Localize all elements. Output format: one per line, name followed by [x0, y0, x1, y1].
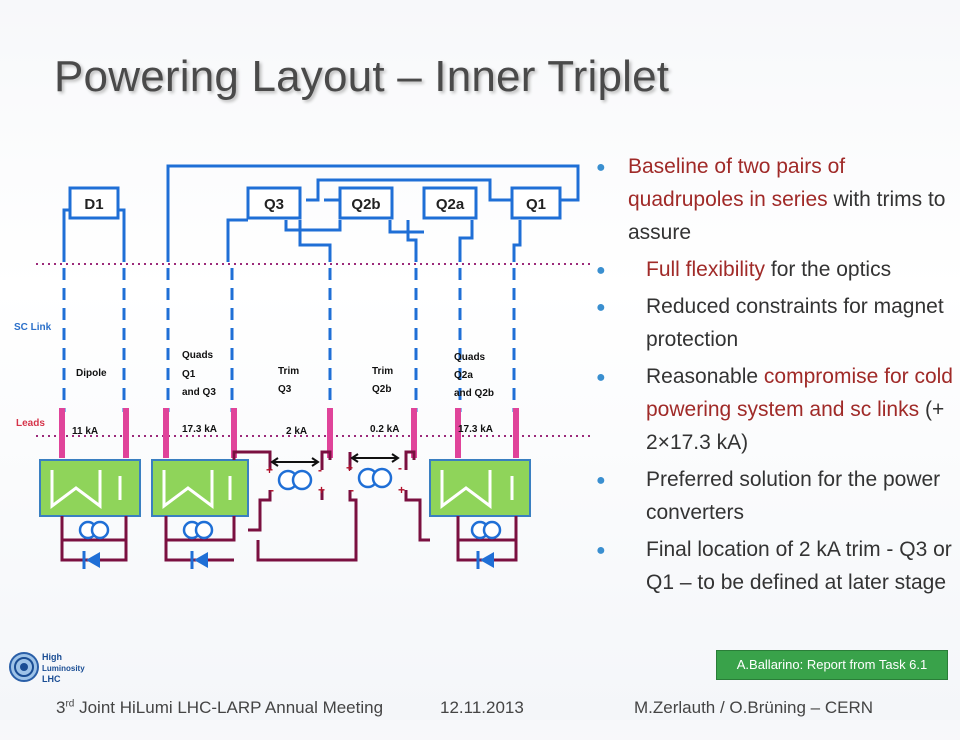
circuit-label-quads-q1q3-2: Q1 — [182, 369, 196, 380]
bullet-item: ●Final location of 2 kA trim - Q3 or Q1 … — [596, 533, 956, 599]
trim-q3-minus-bottom: - — [270, 483, 274, 497]
circuit-label-quads-q1q3-3: and Q3 — [182, 387, 216, 398]
trim-q3-plus-top: + — [266, 463, 273, 477]
leads-label: Leads — [16, 418, 45, 429]
circuit-label-trim-q2b-2: Q2b — [372, 384, 391, 395]
power-converter-quads-q2 — [429, 459, 531, 517]
bullet-dot-icon: ● — [596, 299, 606, 316]
diode-2 — [190, 551, 208, 569]
bullet-item: ●Reasonable compromise for cold powering… — [596, 360, 956, 459]
sc-link-label: SC Link — [14, 322, 52, 333]
svg-text:Q2b: Q2b — [351, 196, 380, 213]
svg-text:Q1: Q1 — [526, 196, 546, 213]
power-converter-dipole — [39, 459, 141, 517]
trim-q2b-minus-top: - — [398, 461, 402, 475]
bullet-dot-icon: ● — [596, 369, 606, 386]
trim-converter-q3 — [270, 457, 320, 491]
trim-q3-minus-top: - — [318, 463, 322, 477]
current-dipole: 11 kA — [72, 426, 98, 437]
bullet-item: ●Full flexibility for the optics — [596, 253, 956, 286]
page-title: Powering Layout – Inner Triplet — [54, 52, 670, 101]
trim-q2b-plus-top: + — [346, 461, 353, 475]
circuit-label-dipole: Dipole — [76, 368, 107, 379]
trim-q2b-plus-bottom: + — [398, 483, 405, 497]
circuit-label-quads-q1q3-1: Quads — [182, 350, 214, 361]
footer-meeting: 3rd Joint HiLumi LHC-LARP Annual Meeting — [56, 698, 384, 717]
circuit-label-quads-q2-1: Quads — [454, 352, 486, 363]
footer: 3rd Joint HiLumi LHC-LARP Annual Meeting… — [0, 696, 960, 720]
circuit-label-quads-q2-3: and Q2b — [454, 388, 494, 399]
bullet-dot-icon: ● — [596, 472, 606, 489]
bullet-item: ●Preferred solution for the power conver… — [596, 463, 956, 529]
bullet-dot-icon: ● — [596, 159, 606, 176]
circuit-label-quads-q2-2: Q2a — [454, 370, 473, 381]
power-converter-quads-q1q3 — [151, 459, 249, 517]
svg-text:Q2a: Q2a — [436, 196, 465, 213]
circuit-label-trim-q3-1: Trim — [278, 366, 299, 377]
magnet-q2b: Q2b — [338, 186, 394, 220]
svg-text:Luminosity: Luminosity — [42, 664, 85, 673]
transformer-1 — [78, 520, 110, 540]
magnet-d1: D1 — [68, 186, 120, 220]
current-trim-q2b: 0.2 kA — [370, 424, 399, 435]
circuit-label-trim-q2b-1: Trim — [372, 366, 393, 377]
diode-1 — [82, 551, 100, 569]
svg-text:LHC: LHC — [42, 674, 61, 684]
trim-q2b-minus-bottom: - — [350, 483, 354, 497]
current-trim-q3: 2 kA — [286, 426, 307, 437]
footer-authors: M.Zerlauth / O.Brüning – CERN — [634, 698, 874, 717]
bullet-item: ●Reduced constraints for magnet protecti… — [596, 290, 956, 356]
magnet-q1: Q1 — [510, 186, 562, 220]
bullet-item: ●Baseline of two pairs of quadrupoles in… — [596, 150, 956, 249]
bullet-dot-icon: ● — [596, 262, 606, 279]
current-quads-q2: 17.3 kA — [458, 424, 493, 435]
powering-diagram: D1 Q3 Q2b Q2a Q1 SC Link Leads Dipole Qu… — [14, 164, 592, 569]
magnet-q3: Q3 — [246, 186, 302, 220]
reference-badge: A.Ballarino: Report from Task 6.1 — [716, 650, 948, 680]
transformer-3 — [470, 520, 502, 540]
bullet-dot-icon: ● — [596, 542, 606, 559]
circuit-label-trim-q3-2: Q3 — [278, 384, 292, 395]
magnet-q2a: Q2a — [422, 186, 478, 220]
bullet-list: ●Baseline of two pairs of quadrupoles in… — [596, 150, 956, 603]
svg-text:D1: D1 — [84, 196, 103, 213]
svg-text:High: High — [42, 652, 62, 662]
transformer-2 — [182, 520, 214, 540]
svg-text:Q3: Q3 — [264, 196, 284, 213]
trim-converter-q2b — [350, 453, 400, 489]
diode-3 — [476, 551, 494, 569]
footer-date: 12.11.2013 — [440, 698, 524, 717]
current-quads-q1q3: 17.3 kA — [182, 424, 217, 435]
trim-q3-plus-bottom: + — [318, 483, 325, 497]
hilumi-logo: High Luminosity LHC — [9, 652, 85, 684]
